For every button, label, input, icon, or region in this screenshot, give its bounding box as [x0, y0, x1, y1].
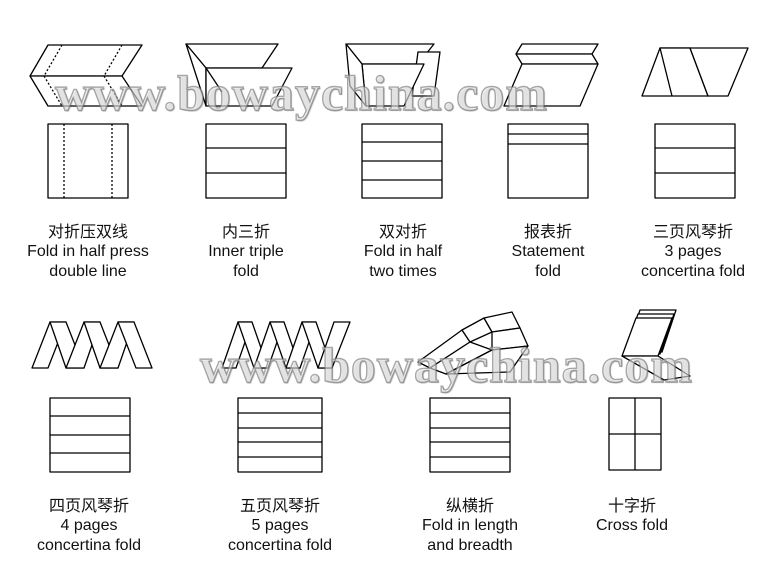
five-pages-concertina-fold-illustration	[221, 321, 351, 473]
caption-english-line1: 5 pages	[251, 517, 309, 534]
caption-chinese: 内三折	[221, 222, 270, 241]
inner-triple-fold-illustration	[185, 43, 293, 199]
caption-chinese: 五页风琴折	[239, 496, 320, 515]
caption-english-line1: Statement	[511, 243, 585, 260]
caption-chinese: 三页风琴折	[652, 222, 733, 241]
four-pages-concertina-fold-illustration	[31, 321, 153, 473]
caption-english-line1: 3 pages	[664, 243, 722, 260]
fold-in-length-and-breadth-illustration	[417, 311, 529, 473]
caption-english-line2: fold	[233, 263, 259, 280]
caption-english-line1: Inner triple	[208, 243, 284, 260]
fold-in-half-two-times-illustration	[345, 43, 443, 199]
statement-fold-illustration	[503, 43, 599, 199]
caption-chinese: 双对折	[378, 222, 427, 241]
caption-english-line2: and breadth	[427, 537, 513, 554]
caption-english-line2: concertina fold	[36, 537, 142, 554]
caption-english-line2: concertina fold	[227, 537, 333, 554]
caption-english-line2: concertina fold	[640, 263, 746, 280]
caption-english-line2: two times	[369, 263, 437, 280]
caption-english-line1: 4 pages	[60, 517, 118, 534]
caption-fold-in-length-and-breadth: 纵横折 Fold in length and breadth	[385, 496, 555, 556]
caption-english-line1: Fold in half press	[27, 243, 149, 260]
caption-chinese: 对折压双线	[47, 222, 128, 241]
caption-cross-fold: 十字折 Cross fold	[547, 496, 717, 536]
caption-chinese: 报表折	[523, 222, 572, 241]
caption-statement-fold: 报表折 Statement fold	[463, 222, 633, 282]
cross-fold-illustration	[608, 309, 691, 471]
caption-english-line1: Cross fold	[595, 517, 669, 534]
caption-chinese: 四页风琴折	[48, 496, 129, 515]
caption-english-line2: double line	[49, 263, 127, 280]
caption-fold-in-half-two-times: 双对折 Fold in half two times	[318, 222, 488, 282]
caption-three-pages-concertina-fold: 三页风琴折 3 pages concertina fold	[608, 222, 778, 282]
caption-chinese: 纵横折	[445, 496, 494, 515]
three-pages-concertina-fold-illustration	[641, 47, 749, 199]
caption-inner-triple-fold: 内三折 Inner triple fold	[161, 222, 331, 282]
caption-chinese: 十字折	[607, 496, 656, 515]
caption-four-pages-concertina-fold: 四页风琴折 4 pages concertina fold	[4, 496, 174, 556]
caption-five-pages-concertina-fold: 五页风琴折 5 pages concertina fold	[195, 496, 365, 556]
caption-english-line1: Fold in length	[421, 517, 519, 534]
caption-fold-in-half-press-double-line: 对折压双线 Fold in half press double line	[3, 222, 173, 282]
caption-english-line1: Fold in half	[363, 243, 443, 260]
fold-in-half-press-double-line-illustration	[29, 44, 143, 199]
caption-english-line2: fold	[535, 263, 561, 280]
